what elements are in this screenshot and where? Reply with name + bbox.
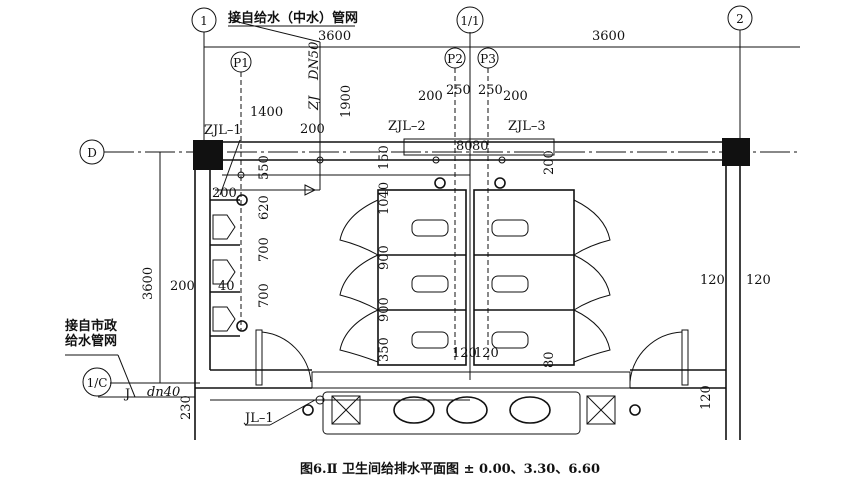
- dim-text: 700: [257, 283, 272, 308]
- pipe-dn40-label: dn40: [147, 385, 180, 400]
- city-supply-label-line1: 接自市政: [65, 318, 118, 334]
- dim-text: 250: [478, 83, 503, 98]
- supply-network-label: 接自给水（中水）管网: [228, 10, 358, 26]
- dim-text: 1040: [377, 182, 392, 215]
- dim-text: 80: [472, 139, 489, 154]
- dim-text: 200: [170, 279, 195, 294]
- pipe-j-label: J: [123, 387, 130, 402]
- dim-text: 700: [257, 237, 272, 262]
- dim-text: 120: [746, 273, 771, 288]
- axis-bubble-2: 2: [727, 5, 753, 31]
- dim-text: 230: [179, 395, 194, 420]
- figure-caption: 图6.Ⅱ 卫生间给排水平面图 ± 0.00、3.30、6.60: [300, 461, 600, 477]
- vanity-counter: [302, 391, 641, 435]
- dim-text: 120: [452, 346, 477, 361]
- pipes: [215, 19, 506, 405]
- dim-text: 1900: [339, 85, 354, 118]
- dim-text: 80: [456, 139, 473, 154]
- dim-text: 200: [300, 122, 325, 137]
- dim-text: 200: [542, 150, 557, 175]
- dim-text: 3600: [141, 267, 156, 300]
- dim-text: 200: [418, 89, 443, 104]
- dim-text: 1400: [250, 105, 283, 120]
- pipe-zj-label: ZJ: [307, 95, 322, 111]
- door-left: [255, 329, 312, 386]
- riser-label: P2: [447, 52, 463, 66]
- dim-text: 200: [503, 89, 528, 104]
- dimension-texts: 3600 3600 1400 200 1900 200 250 250 200 …: [141, 29, 771, 420]
- dim-text: 900: [377, 297, 392, 322]
- dim-text: 120: [700, 273, 725, 288]
- dim-text: 3600: [592, 29, 625, 44]
- dim-text: 550: [257, 155, 272, 180]
- door-right: [629, 329, 689, 386]
- dim-text: 150: [377, 145, 392, 170]
- dim-text: 120: [474, 346, 499, 361]
- dim-text: 350: [377, 337, 392, 362]
- dim-text: 3600: [318, 29, 351, 44]
- riser-p1: P1: [230, 51, 252, 330]
- axis-bubble-1-c: 1/C: [82, 367, 112, 397]
- riser-zjl1-label: ZJL–1: [204, 123, 242, 138]
- dim-text: 200: [212, 186, 237, 201]
- dim-text: 250: [446, 83, 471, 98]
- dim-text: 120: [699, 385, 714, 410]
- axis-label: 1/C: [87, 376, 108, 390]
- riser-jl1-label: JL–1: [243, 411, 274, 426]
- dim-text: 80: [542, 351, 557, 368]
- riser-label: P3: [480, 52, 496, 66]
- urinals: [210, 194, 248, 337]
- riser-zjl3-label: ZJL–3: [508, 119, 546, 134]
- axis-bubble-1-1: 1/1: [456, 6, 484, 34]
- dim-text: 900: [377, 245, 392, 270]
- riser-label: P1: [233, 56, 249, 70]
- riser-zjl2-label: ZJL–2: [388, 119, 426, 134]
- axis-label: 2: [736, 12, 744, 26]
- dim-text: 620: [257, 195, 272, 220]
- riser-p3: P3: [477, 47, 499, 360]
- dim-text: 40: [218, 279, 235, 294]
- axis-label: 1: [200, 14, 208, 28]
- riser-p2: P2: [444, 47, 466, 360]
- walls: [193, 138, 750, 440]
- pipe-dn50-label: DN50: [307, 42, 322, 81]
- axis-label: D: [87, 146, 97, 160]
- axis-bubble-1: 1: [191, 7, 217, 33]
- axis-bubble-d: D: [79, 139, 105, 165]
- toilet-stalls: [339, 177, 611, 366]
- axis-label: 1/1: [460, 14, 479, 28]
- city-supply-label-line2: 给水管网: [65, 333, 117, 349]
